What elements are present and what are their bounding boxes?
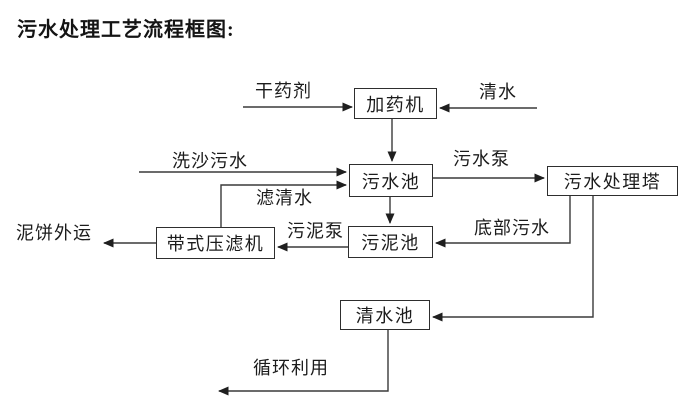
clean-water-in-label: 清水	[479, 82, 517, 102]
sewage-pool-box: 污水池	[349, 164, 433, 197]
filtered-clean-water-label: 滤清水	[256, 188, 313, 208]
sand-wash-sewage-label: 洗沙污水	[172, 151, 248, 171]
belt-filter-press-box: 带式压滤机	[156, 227, 275, 259]
sludge-pump-label: 污泥泵	[287, 221, 344, 241]
filtered-water-to-sewage-pool-arrow	[220, 180, 347, 227]
tower-to-clean-water-pool-arrow	[432, 196, 594, 322]
sludge-pool-box: 污泥池	[348, 226, 433, 258]
dry-agent-label: 干药剂	[255, 81, 312, 101]
recycle-use-label: 循环利用	[253, 358, 329, 378]
sewage-pump-label: 污水泵	[453, 149, 510, 169]
tower-bottom-to-sludge-pool-arrow	[435, 196, 571, 248]
bottom-sewage-label: 底部污水	[474, 218, 550, 238]
mud-cake-out-label: 泥饼外运	[16, 223, 92, 243]
sewage-treatment-tower-box: 污水处理塔	[547, 166, 678, 196]
clean-water-pool-to-recycle-arrow	[218, 330, 389, 396]
clean-water-pool-box: 清水池	[340, 300, 430, 330]
page-title: 污水处理工艺流程框图:	[17, 19, 235, 41]
dosing-machine-box: 加药机	[354, 88, 437, 119]
